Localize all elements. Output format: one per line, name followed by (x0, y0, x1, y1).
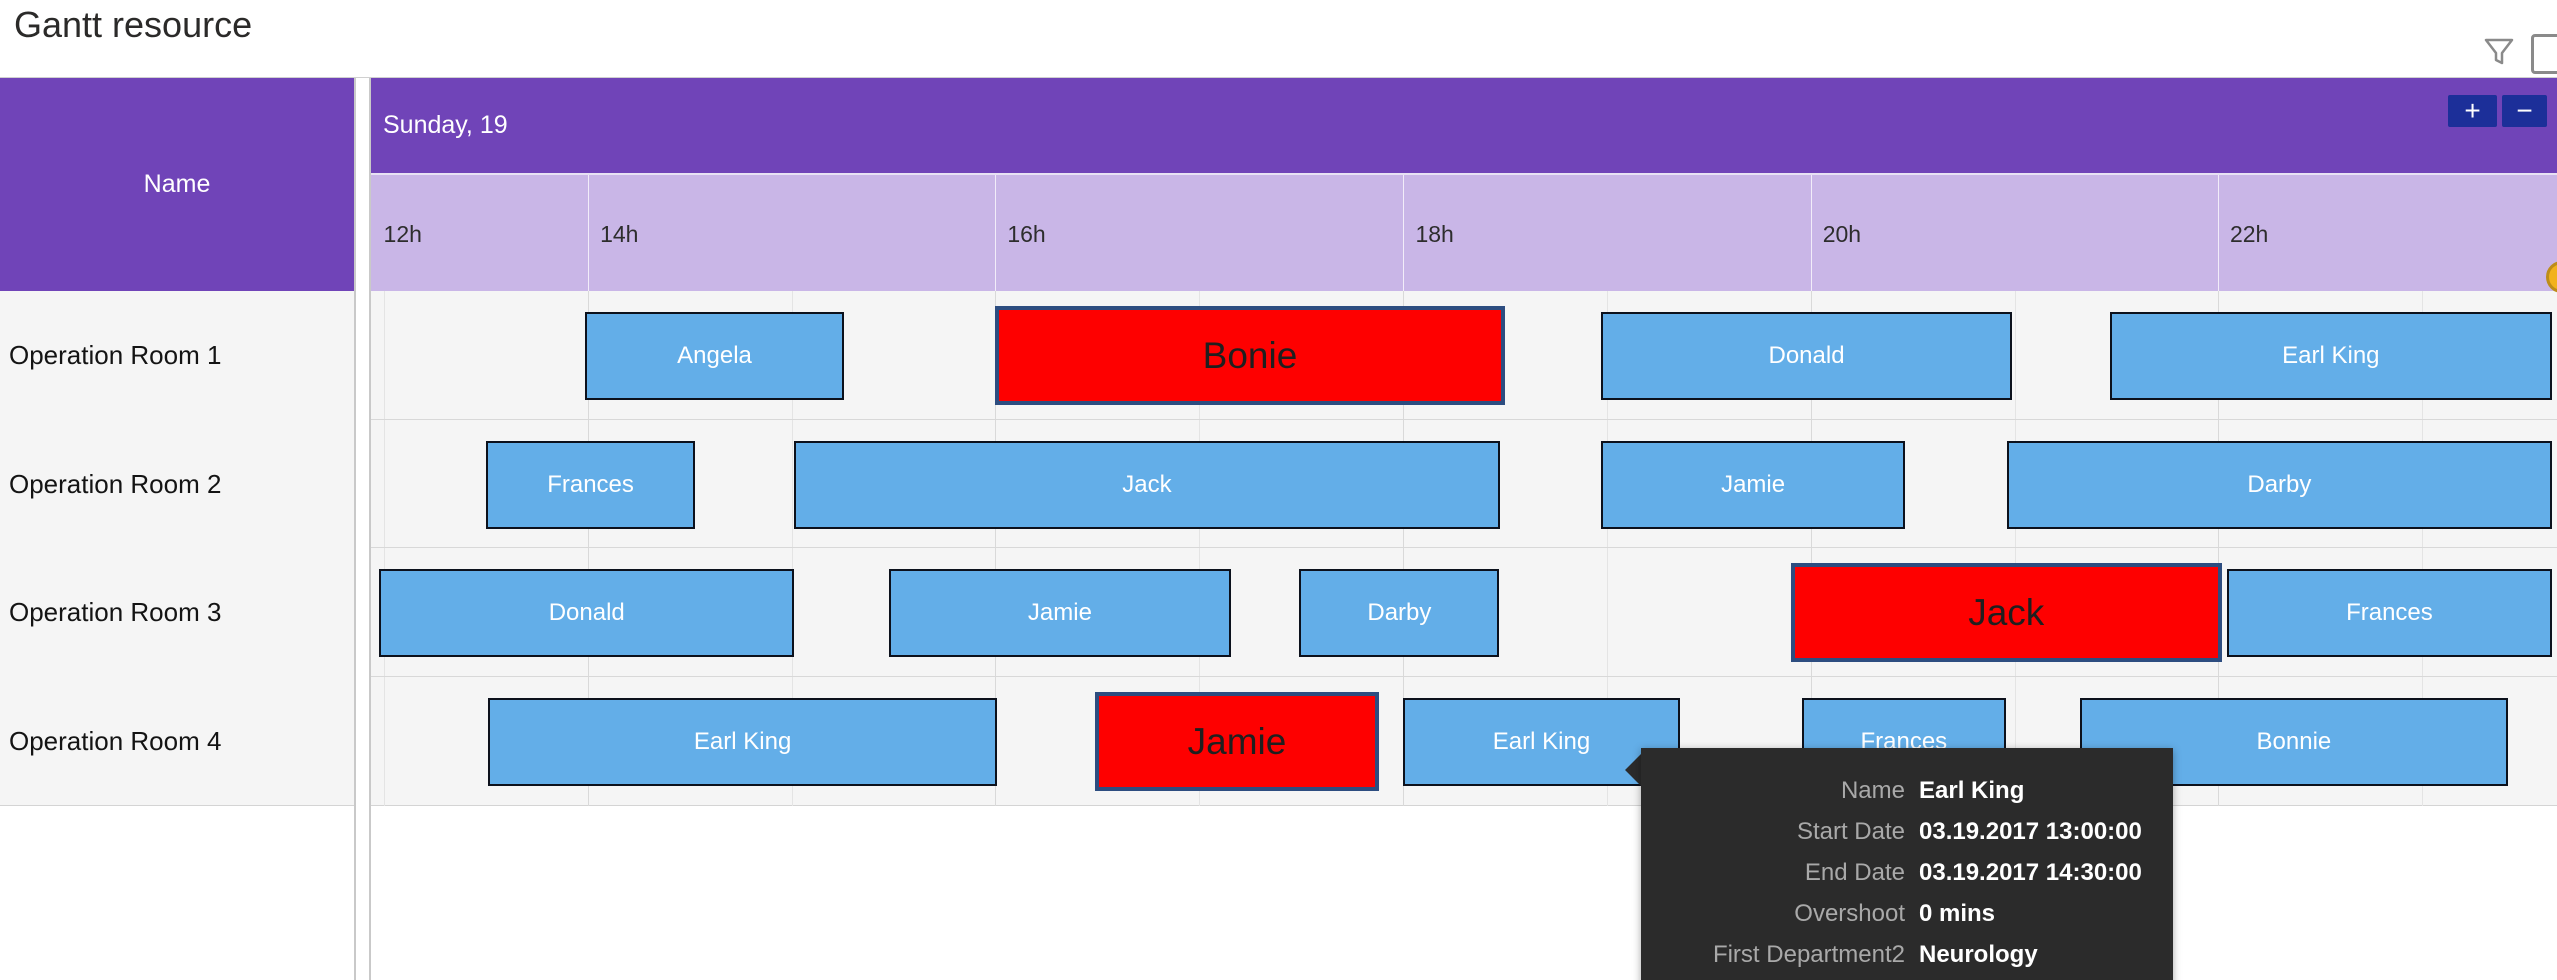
tooltip-field-label: End Date (1804, 858, 1905, 886)
task-bar[interactable]: Angela (585, 312, 845, 400)
column-divider (354, 78, 371, 980)
filter-icon[interactable] (2483, 36, 2515, 68)
hour-tick-label: 14h (600, 220, 639, 247)
task-bar[interactable]: Frances (485, 441, 696, 529)
zoom-out-button[interactable]: − (2502, 95, 2547, 127)
task-bar-overshoot[interactable]: Bonie (995, 306, 1505, 405)
day-header-band: Sunday, 19 + − (371, 78, 2557, 173)
tooltip-row: Name Earl King (1641, 770, 2173, 811)
hour-cell-divider (1810, 175, 1812, 293)
hour-gridline (2014, 291, 2016, 806)
tooltip-field-label: Start Date (1796, 817, 1905, 845)
hour-gridline (2421, 291, 2423, 806)
hour-header-band: 12h 14h 16h 18h 20h 22h (371, 173, 2557, 293)
hour-gridline (1403, 291, 1405, 806)
tooltip-row: Overshoot 0 mins (1641, 893, 2173, 934)
hour-cell-divider (2217, 175, 2219, 293)
row-label-2: Operation Room 2 (9, 468, 222, 499)
gantt-table: Name Operation Room 1 Operation Room 2 Ope… (0, 77, 2557, 980)
task-bar[interactable]: Jamie (889, 569, 1231, 657)
task-row-2: Frances Jack Jamie Darby (371, 420, 2557, 548)
task-bar[interactable]: Earl King (487, 698, 998, 786)
tooltip-row: First Department2 Neurology (1641, 934, 2173, 975)
hour-tick-label: 18h (1415, 220, 1454, 247)
day-label: Sunday, 19 (383, 111, 508, 139)
tooltip-field-value: Earl King (1919, 776, 2025, 804)
task-bar[interactable]: Jack (794, 441, 1500, 529)
tooltip-field-value: Neurology (1919, 940, 2038, 968)
task-bar[interactable]: Donald (379, 569, 795, 657)
more-options-icon[interactable] (2531, 34, 2557, 74)
tooltip-field-value: 03.19.2017 14:30:00 (1919, 858, 2142, 886)
task-bar[interactable]: Jamie (1601, 441, 1905, 529)
hour-gridline (1606, 291, 1608, 806)
tooltip-field-value: 03.19.2017 13:00:00 (1919, 817, 2142, 845)
name-column-header: Name (0, 78, 354, 291)
hour-tick-label: 22h (2229, 220, 2269, 247)
tooltip-field-value: 0 mins (1919, 899, 1996, 927)
task-bar[interactable]: Frances (2226, 569, 2552, 657)
hour-tick-label: 16h (1007, 220, 1046, 247)
tooltip-row: End Date 03.19.2017 14:30:00 (1641, 852, 2173, 893)
row-label-4: Operation Room 4 (9, 726, 222, 756)
task-bar-overshoot[interactable]: Jamie (1095, 692, 1379, 791)
hour-gridline (1810, 291, 1812, 806)
hour-tick-label: 20h (1822, 220, 1862, 247)
task-bar[interactable]: Earl King (2109, 312, 2552, 400)
tooltip-field-label: Overshoot (1794, 899, 1905, 927)
hour-gridline (1199, 291, 1201, 806)
tooltip-field-label: Name (1840, 776, 1905, 804)
resource-name-column: Name Operation Room 1 Operation Room 2 Ope… (0, 78, 371, 980)
task-row-1: Angela Bonie Donald Earl King (371, 291, 2557, 420)
hour-gridline (384, 291, 386, 806)
hour-gridline (995, 291, 997, 806)
hour-gridline (588, 291, 590, 806)
tooltip-field-label: First Department2 (1712, 940, 1905, 968)
task-bar-overshoot[interactable]: Jack (1790, 563, 2222, 662)
hour-gridline (2217, 291, 2219, 806)
timeline-chart: Sunday, 19 + − 12h 14h 16h 18h 20h 22h Angela… (371, 78, 2557, 980)
row-label-background (0, 291, 371, 806)
task-bar[interactable]: Darby (2006, 441, 2552, 529)
row-label-3: Operation Room 3 (9, 597, 222, 627)
page-title: Gantt resource (14, 4, 253, 45)
hour-cell-divider (588, 175, 590, 293)
zoom-in-button[interactable]: + (2448, 95, 2497, 127)
hour-cell-divider (1403, 175, 1405, 293)
hour-gridline (791, 291, 793, 806)
task-bar[interactable]: Donald (1601, 312, 2012, 400)
hour-cell-divider (995, 175, 997, 293)
tooltip-row: Start Date 03.19.2017 13:00:00 (1641, 811, 2173, 852)
hour-tick-label: 12h (383, 220, 422, 247)
task-bar[interactable]: Darby (1299, 569, 1500, 657)
row-label-1: Operation Room 1 (9, 340, 222, 370)
